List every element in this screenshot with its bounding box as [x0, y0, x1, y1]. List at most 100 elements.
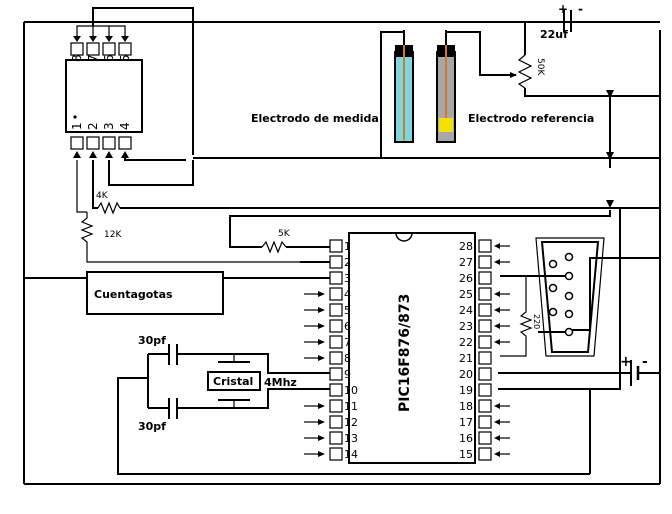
potentiometer-50k — [510, 22, 660, 168]
pic-pin-number: 23 — [459, 320, 473, 333]
electrode-measure — [394, 30, 414, 143]
pic-pin-number: 21 — [459, 352, 473, 365]
pic-pin-left: 6 — [304, 319, 351, 333]
pic-pin-number: 3 — [344, 272, 351, 285]
battery-minus-sign: - — [642, 354, 648, 370]
eeprom-pin-label: 4 — [118, 122, 132, 130]
pic-pin-right: 21 — [459, 351, 492, 365]
pic-label: PIC16F876/873 — [397, 294, 413, 412]
pic-pin-left: 3 — [329, 271, 351, 285]
electrode-reference — [436, 30, 456, 143]
eeprom-pin-label: 6 — [102, 54, 116, 62]
pic-right-pins: 28 27 26 25 24 23 22 21 20 19 18 17 16 15 — [459, 239, 510, 461]
pic-pin-left: 13 — [304, 431, 358, 445]
res-220-label: 220 — [532, 314, 541, 329]
eeprom-pin-label: 7 — [86, 54, 100, 62]
pic-pin-left: 2 — [329, 255, 351, 269]
battery — [498, 208, 660, 474]
pic-pin-number: 27 — [459, 256, 473, 269]
pic-pin-right: 27 — [459, 255, 510, 269]
pic-pin-number: 14 — [344, 448, 358, 461]
pic-pin-number: 7 — [344, 336, 351, 349]
cuentagotas-box — [24, 271, 330, 315]
eeprom-pin-label: 5 — [118, 54, 132, 62]
pic-pin-right: 26 — [459, 271, 492, 285]
pic-pin-right: 19 — [459, 383, 492, 397]
pic-pin-right: 24 — [459, 303, 510, 317]
db9-connector — [500, 237, 660, 357]
electrode-wiring — [193, 31, 660, 159]
pic-pin-number: 15 — [459, 448, 473, 461]
crystal-freq-label: 4Mhz — [264, 376, 297, 389]
pic-pin-right: 22 — [459, 335, 510, 349]
eeprom-pin-label: 8 — [70, 54, 84, 62]
res-12k-label: 12K — [104, 230, 122, 240]
pic-pin-left: 7 — [304, 335, 351, 349]
pic-pin-right: 15 — [459, 447, 510, 461]
eeprom-body — [65, 59, 143, 133]
pic-pin-number: 17 — [459, 416, 473, 429]
crystal-oscillator — [117, 344, 590, 475]
pic-pin-number: 4 — [344, 288, 351, 301]
cap-22uf-label: 22uf — [540, 28, 568, 41]
electrode-measure-label: Electrodo de medida — [251, 112, 379, 125]
pic-pin-number: 5 — [344, 304, 351, 317]
pic-pin-left: 1 — [329, 239, 351, 253]
resistor-12k — [80, 212, 330, 263]
pic-pin-right: 23 — [459, 319, 510, 333]
pic-pin-number: 6 — [344, 320, 351, 333]
pic-pin-right: 25 — [459, 287, 510, 301]
pic-pin-number: 10 — [344, 384, 358, 397]
pic-pin-left: 8 — [304, 351, 351, 365]
crystal-label: Cristal — [213, 375, 253, 388]
electrode-reference-label: Electrodo referencia — [468, 112, 594, 125]
pic-pin-number: 22 — [459, 336, 473, 349]
pic-pin-number: 13 — [344, 432, 358, 445]
pic-body — [348, 232, 476, 464]
capacitor-22uf — [542, 10, 590, 32]
cap-plus-sign: + — [558, 2, 568, 16]
pic-pin-number: 16 — [459, 432, 473, 445]
resistor-220 — [500, 276, 533, 357]
pic-pin-number: 24 — [459, 304, 473, 317]
res-4k-label: 4K — [96, 191, 109, 201]
eeprom-pin-label: 2 — [86, 122, 100, 130]
cap-30pf-top-label: 30pf — [138, 334, 166, 347]
pic-pin-number: 20 — [459, 368, 473, 381]
pic-pin-right: 16 — [459, 431, 510, 445]
pic-pin-right: 18 — [459, 399, 510, 413]
res-5k-label: 5K — [278, 229, 291, 239]
eeprom-pin-label: 3 — [102, 122, 116, 130]
pic-pin-number: 9 — [344, 368, 351, 381]
pic-pin-number: 2 — [344, 256, 351, 269]
pic-pin-left: 12 — [304, 415, 358, 429]
pic-pin-number: 19 — [459, 384, 473, 397]
pic-pin-number: 8 — [344, 352, 351, 365]
pic-pin-right: 28 — [459, 239, 510, 253]
cuentagotas-label: Cuentagotas — [94, 288, 173, 301]
eeprom-chip: 8 7 6 5 1 2 3 4 — [65, 42, 143, 150]
pic-pin-right: 20 — [459, 367, 492, 381]
pot-50k-label: 50K — [535, 58, 545, 76]
pic-pin-left: 9 — [329, 367, 351, 381]
cap-30pf-bottom-label: 30pf — [138, 420, 166, 433]
resistor-5k — [229, 200, 614, 254]
pic-pin-left: 14 — [304, 447, 358, 461]
eeprom-pin-label: 1 — [70, 122, 84, 130]
pic-pin-number: 1 — [344, 240, 351, 253]
pic-pin-left: 4 — [304, 287, 351, 301]
pic-pin-right: 17 — [459, 415, 510, 429]
battery-plus-sign: + — [620, 354, 632, 370]
pic-pin-number: 28 — [459, 240, 473, 253]
pic-pin-left: 5 — [304, 303, 351, 317]
cap-minus-sign: - — [578, 2, 583, 16]
pic-pin-number: 12 — [344, 416, 358, 429]
pic-pin-number: 26 — [459, 272, 473, 285]
resistor-4k — [97, 201, 660, 215]
pic-pin-left: 11 — [304, 399, 358, 413]
pic-pin-number: 18 — [459, 400, 473, 413]
